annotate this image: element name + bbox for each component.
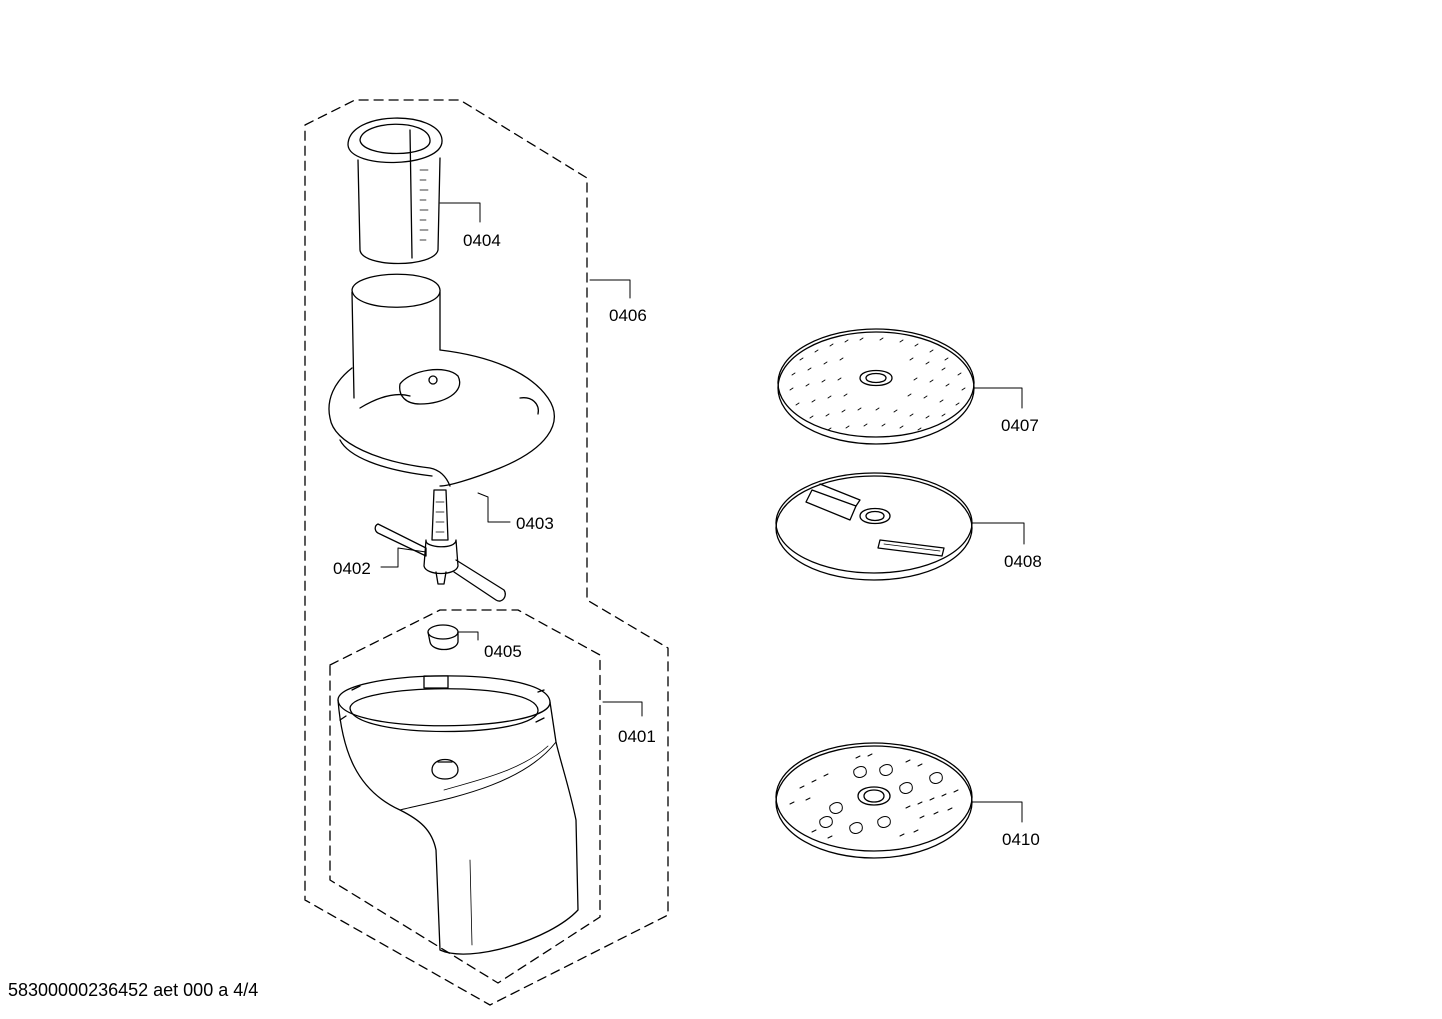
shredding-disc-part-0410 [775, 742, 973, 859]
label-0402: 0402 [333, 559, 371, 578]
knife-part-0402 [374, 489, 506, 602]
leader-0408 [971, 522, 1025, 545]
lid-part-0403 [328, 273, 555, 487]
grating-disc-part-0407 [777, 328, 975, 445]
leader-0401 [602, 701, 643, 717]
label-0403: 0403 [516, 514, 554, 533]
slicing-disc-part-0408 [775, 472, 973, 581]
leader-0410 [971, 801, 1023, 823]
leader-0405 [457, 631, 479, 641]
pusher-part-0404 [347, 117, 443, 265]
label-0407: 0407 [1001, 416, 1039, 435]
leader-lines [380, 202, 1025, 823]
shredding-holes-0410 [789, 753, 959, 839]
label-0401: 0401 [618, 727, 656, 746]
label-0410: 0410 [1002, 830, 1040, 849]
label-0408: 0408 [1004, 552, 1042, 571]
leader-0402 [380, 547, 427, 568]
label-0406: 0406 [609, 306, 647, 325]
leader-0406 [589, 279, 631, 299]
leader-0407 [973, 387, 1023, 409]
drawing-footer-code: 58300000236452 aet 000 a 4/4 [8, 980, 259, 1000]
cap-part-0405 [427, 624, 459, 651]
bowl-part-0401 [337, 675, 579, 955]
label-0405: 0405 [484, 642, 522, 661]
leader-0404 [439, 202, 481, 223]
label-0404: 0404 [463, 231, 501, 250]
grating-holes-0407 [789, 337, 966, 431]
assembly-outline-0406 [304, 99, 669, 1006]
assembly-outline-0401 [329, 609, 601, 984]
leader-0403 [477, 492, 511, 523]
